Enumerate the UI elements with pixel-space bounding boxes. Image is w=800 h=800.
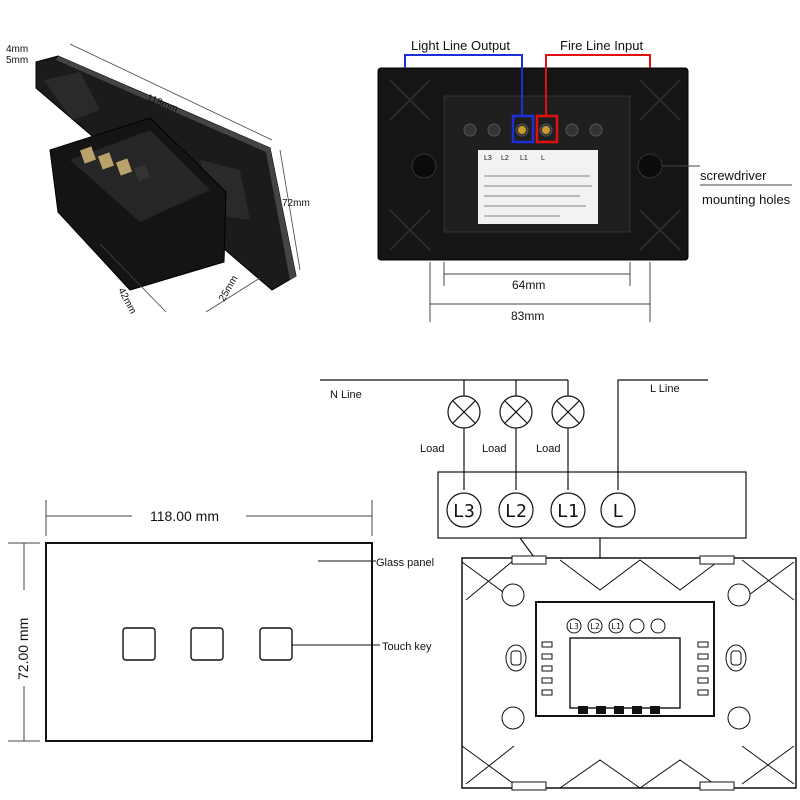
front-dim-height: 72.00 mm bbox=[15, 618, 31, 680]
terminal-label-l1: L1 bbox=[520, 155, 528, 162]
board-terminal-l3: L3 bbox=[569, 622, 579, 631]
dim-thickness-b: 5mm bbox=[6, 55, 28, 66]
dim-line-height bbox=[279, 149, 301, 271]
dim-height-label: 72mm bbox=[282, 198, 310, 209]
output-wire-callout bbox=[404, 54, 523, 116]
load-label-1: Load bbox=[420, 443, 444, 455]
dim-64-label: 64mm bbox=[512, 278, 545, 292]
back-view: L3 L2 L1 L Light Line Output Fire Line I… bbox=[377, 38, 792, 323]
right-mounting-hole bbox=[637, 153, 663, 179]
n-line-label: N Line bbox=[330, 389, 362, 401]
left-mounting-hole bbox=[411, 153, 437, 179]
l-line-wire bbox=[617, 379, 708, 490]
front-view: 118.00 mm 72.00 mm Glass panel Touch key bbox=[8, 500, 434, 742]
relay-block bbox=[569, 637, 681, 709]
wiring-diagram: N Line L Line Load Load Load L3 L2 L1 L bbox=[320, 379, 797, 791]
mounting-holes-label: mounting holes bbox=[702, 192, 791, 207]
l-line-label: L Line bbox=[650, 383, 680, 395]
touch-key-3[interactable] bbox=[259, 627, 293, 661]
terminal-l1: L1 bbox=[557, 501, 579, 522]
board-terminal-l2: L2 bbox=[590, 622, 600, 631]
front-dim-width: 118.00 mm bbox=[150, 508, 219, 524]
dim-box-width-label: 25mm bbox=[217, 274, 240, 304]
fire-line-input-label: Fire Line Input bbox=[560, 38, 643, 53]
isometric-switch-view: 4mm 5mm 118mm 72mm 42mm 25mm bbox=[6, 43, 310, 316]
light-line-output-label: Light Line Output bbox=[411, 38, 510, 53]
terminal-label-l: L bbox=[541, 155, 545, 162]
dim-line-depth bbox=[99, 243, 167, 313]
load-label-2: Load bbox=[482, 443, 506, 455]
terminal-l2: L2 bbox=[505, 501, 527, 522]
dim-thickness-a: 4mm bbox=[6, 44, 28, 55]
terminal-label-l2: L2 bbox=[501, 155, 509, 162]
touch-key-1[interactable] bbox=[122, 627, 156, 661]
board-terminal-l1: L1 bbox=[611, 622, 621, 631]
touch-key-2[interactable] bbox=[190, 627, 224, 661]
load-label-3: Load bbox=[536, 443, 560, 455]
screwdriver-label: screwdriver bbox=[700, 168, 767, 183]
dim-line-box bbox=[205, 277, 261, 313]
touch-key-label: Touch key bbox=[382, 641, 432, 653]
input-wire-callout bbox=[545, 54, 651, 116]
terminal-l3: L3 bbox=[453, 501, 475, 522]
glass-panel-label: Glass panel bbox=[376, 557, 434, 569]
dim-line-width bbox=[69, 43, 273, 141]
terminal-l: L bbox=[613, 501, 624, 522]
dim-depth-label: 42mm bbox=[115, 286, 138, 316]
dim-83-label: 83mm bbox=[511, 309, 544, 323]
terminal-label-l3: L3 bbox=[484, 155, 492, 162]
